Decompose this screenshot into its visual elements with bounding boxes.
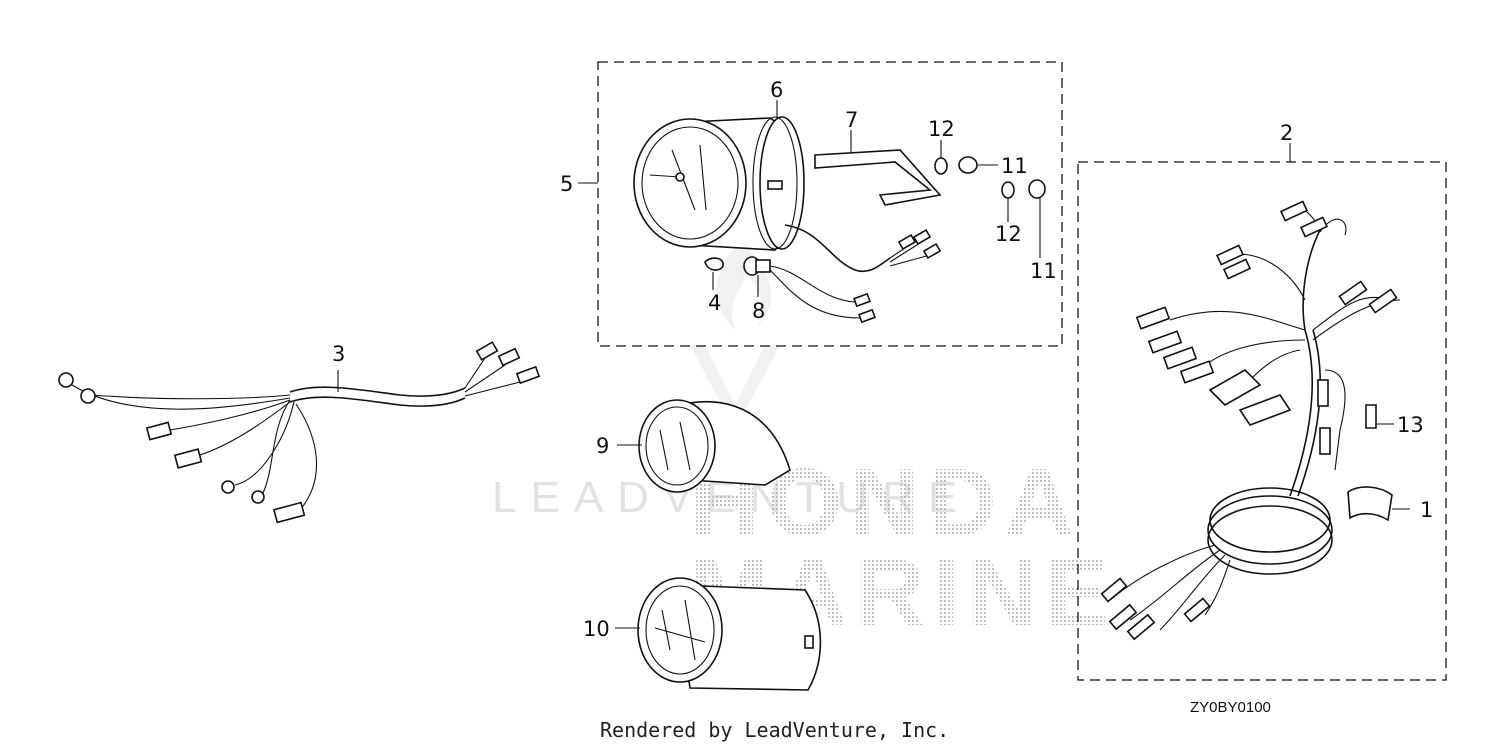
harness-group-box [1077,161,1447,681]
rendered-by-footer: Rendered by LeadVenture, Inc. [600,718,949,742]
callouts: 1 2 3 4 5 6 7 8 9 10 11 11 12 12 13 [332,78,1433,641]
callout-2[interactable]: 2 [1280,121,1293,145]
gauge-9-drawing [638,399,791,493]
callout-6[interactable]: 6 [770,78,783,102]
gauge-10-drawing [637,577,822,691]
watermark: LEADVENTURE HONDA MARINE [492,240,1109,646]
callout-11-upper[interactable]: 11 [1001,154,1028,178]
callout-4[interactable]: 4 [708,291,721,315]
callout-5[interactable]: 5 [560,172,573,196]
callout-13[interactable]: 13 [1397,413,1424,437]
callout-8[interactable]: 8 [752,299,765,323]
callout-10[interactable]: 10 [583,617,610,641]
tachometer-kit-drawing [633,116,1046,324]
callout-12-lower[interactable]: 12 [995,222,1022,246]
sub-harness-drawing [58,341,541,524]
callout-11-lower[interactable]: 11 [1030,259,1057,283]
callout-1[interactable]: 1 [1420,498,1433,522]
main-harness-drawing [1100,200,1401,641]
callout-9[interactable]: 9 [596,434,609,458]
gauge-kit-group-box [597,61,1063,347]
diagram-code: ZY0BY0100 [1190,699,1271,716]
callout-3[interactable]: 3 [332,342,345,366]
callout-12-upper[interactable]: 12 [928,117,955,141]
leader-lines [578,100,1410,629]
callout-7[interactable]: 7 [845,108,858,132]
